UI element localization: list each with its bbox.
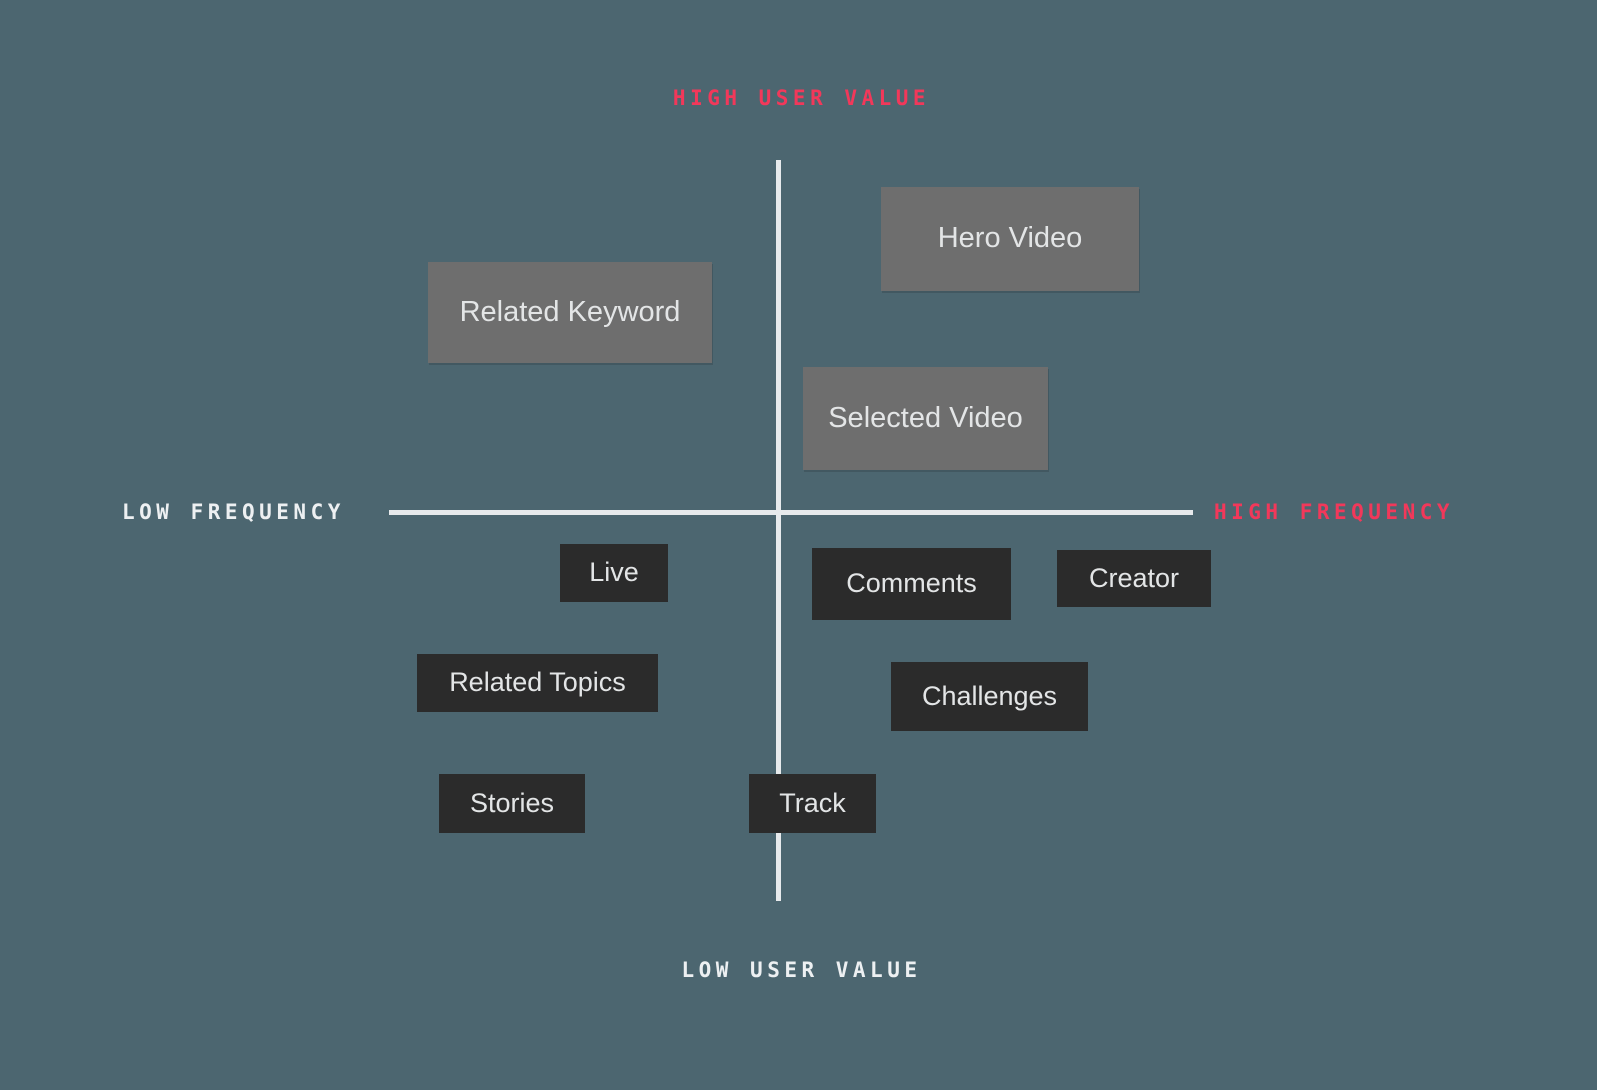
matrix-item-stories[interactable]: Stories xyxy=(439,774,585,833)
matrix-item-creator[interactable]: Creator xyxy=(1057,550,1211,607)
matrix-item-selected-video[interactable]: Selected Video xyxy=(803,367,1048,470)
axis-label-high-user-value: HIGH USER VALUE xyxy=(672,86,931,110)
matrix-item-hero-video[interactable]: Hero Video xyxy=(881,187,1139,291)
matrix-item-label: Selected Video xyxy=(828,401,1023,434)
matrix-item-label: Comments xyxy=(846,568,977,599)
axis-label-high-frequency: HIGH FREQUENCY xyxy=(1214,500,1455,524)
matrix-item-track[interactable]: Track xyxy=(749,774,876,833)
matrix-item-related-keyword[interactable]: Related Keyword xyxy=(428,262,712,363)
matrix-item-live[interactable]: Live xyxy=(560,544,668,602)
matrix-item-label: Stories xyxy=(469,787,555,818)
user-value-axis-line xyxy=(776,160,781,901)
matrix-item-label: Creator xyxy=(1088,562,1180,593)
axis-label-low-user-value: LOW USER VALUE xyxy=(681,958,922,982)
matrix-item-label: Live xyxy=(589,557,639,588)
matrix-item-label: Hero Video xyxy=(937,222,1083,255)
matrix-item-related-topics[interactable]: Related Topics xyxy=(417,654,658,712)
matrix-item-challenges[interactable]: Challenges xyxy=(891,662,1088,731)
matrix-item-label: Track xyxy=(779,787,846,818)
matrix-item-label: Related Keyword xyxy=(459,295,681,328)
axis-label-low-frequency: LOW FREQUENCY xyxy=(122,500,345,524)
matrix-item-label: Challenges xyxy=(921,680,1058,711)
matrix-item-comments[interactable]: Comments xyxy=(812,548,1011,620)
matrix-item-label: Related Topics xyxy=(449,667,626,698)
frequency-axis-line xyxy=(389,510,1193,515)
